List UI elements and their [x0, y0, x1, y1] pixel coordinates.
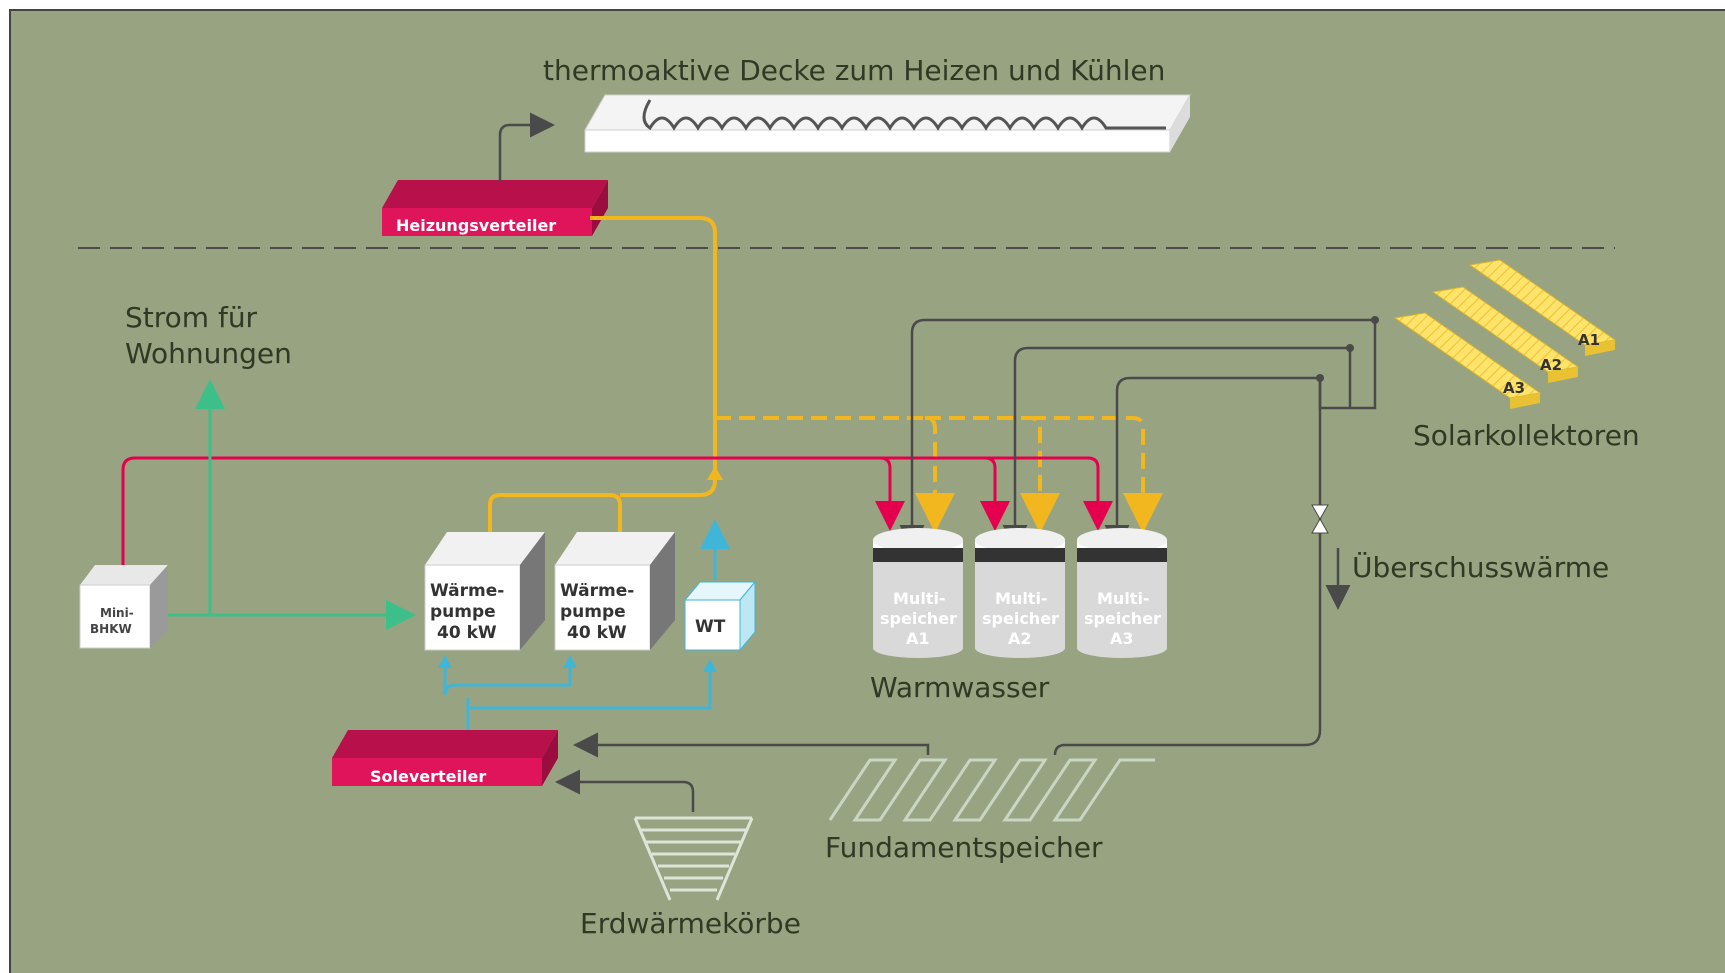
warmwater-label: Warmwasser: [870, 671, 1050, 704]
heatpump-output-line: [488, 493, 622, 540]
solar-collector-a2: [1431, 286, 1580, 383]
svg-text:Multi-: Multi-: [1097, 589, 1150, 608]
solar-a3-label: A3: [1503, 379, 1525, 397]
foundation-label: Fundamentspeicher: [825, 831, 1103, 864]
bhkw-heat-line: [121, 456, 905, 565]
svg-text:speicher: speicher: [880, 609, 957, 628]
brine-distributor-label: Soleverteiler: [370, 767, 486, 786]
svg-text:speicher: speicher: [982, 609, 1059, 628]
power-label-line1: Strom für: [125, 301, 258, 334]
solar-a2-label: A2: [1540, 356, 1562, 374]
brine-distributor: [332, 730, 558, 786]
solar-collector-a3: [1393, 312, 1542, 409]
solar-collector-lines: [1318, 320, 1377, 410]
solar-a1-label: A1: [1578, 331, 1600, 349]
hot-water-line-a1: [715, 416, 955, 533]
heating-distributor-label: Heizungsverteiler: [396, 216, 556, 235]
solar-line-a1: [899, 318, 1375, 550]
brine-lines: [443, 660, 712, 730]
svg-text:pumpe: pumpe: [430, 602, 496, 622]
svg-text:40 kW: 40 kW: [437, 623, 497, 643]
geothermal-basket-icon: [633, 816, 754, 901]
geothermal-label: Erdwärmekörbe: [580, 907, 801, 940]
bhkw-heat-line-a3: [985, 456, 1113, 531]
solar-collector-a1: [1468, 259, 1617, 356]
heating-supply-arrowhead: [707, 466, 723, 480]
multi-storage-a2: Multi- speicher A2: [975, 528, 1065, 658]
mini-bhkw-label-2: BHKW: [90, 622, 132, 636]
hot-water-line-a3: [1030, 416, 1163, 533]
solar-line-a2: [1002, 346, 1350, 550]
svg-text:40 kW: 40 kW: [567, 623, 627, 643]
diagram-background: [9, 9, 1725, 973]
power-label-line2: Wohnungen: [125, 337, 292, 370]
foundation-to-brine-line: [573, 732, 930, 758]
hot-water-line-a2: [925, 416, 1060, 533]
heating-distributor: [382, 180, 608, 236]
wt-label: WT: [695, 617, 726, 637]
solar-line-a3: [1104, 376, 1320, 550]
ceiling-supply-arrow: [498, 112, 555, 182]
svg-text:Wärme-: Wärme-: [560, 581, 634, 601]
surplus-label: Überschusswärme: [1352, 550, 1609, 584]
svg-text:pumpe: pumpe: [560, 602, 626, 622]
ceiling-label: thermoaktive Decke zum Heizen und Kühlen: [543, 54, 1165, 87]
svg-text:A3: A3: [1110, 629, 1134, 648]
multi-storage-a1: Multi- speicher A1: [873, 528, 963, 658]
bhkw-heat-line-a2: [880, 456, 1010, 531]
svg-text:A1: A1: [906, 629, 930, 648]
mini-bhkw-label-1: Mini-: [100, 606, 134, 620]
heat-pump-1: Wärme- pumpe 40 kW: [424, 532, 545, 651]
geothermal-to-brine-line: [555, 769, 695, 812]
svg-text:Multi-: Multi-: [893, 589, 946, 608]
foundation-storage-icon: [828, 758, 1155, 822]
mini-bhkw: Mini- BHKW: [79, 565, 168, 649]
heating-supply-line: [590, 216, 717, 470]
svg-text:Wärme-: Wärme-: [430, 581, 504, 601]
valve-icon: [1311, 504, 1329, 534]
multi-storage-a3: Multi- speicher A3: [1077, 528, 1167, 658]
heat-pump-2: Wärme- pumpe 40 kW: [554, 532, 675, 651]
svg-text:A2: A2: [1008, 629, 1032, 648]
surplus-line: [1053, 378, 1322, 756]
solar-label: Solarkollektoren: [1413, 419, 1640, 452]
thermoactive-ceiling: [584, 94, 1191, 153]
heat-exchanger-wt: WT: [683, 580, 757, 652]
svg-text:speicher: speicher: [1084, 609, 1161, 628]
svg-text:Multi-: Multi-: [995, 589, 1048, 608]
heatpump-to-supply: [620, 479, 717, 497]
